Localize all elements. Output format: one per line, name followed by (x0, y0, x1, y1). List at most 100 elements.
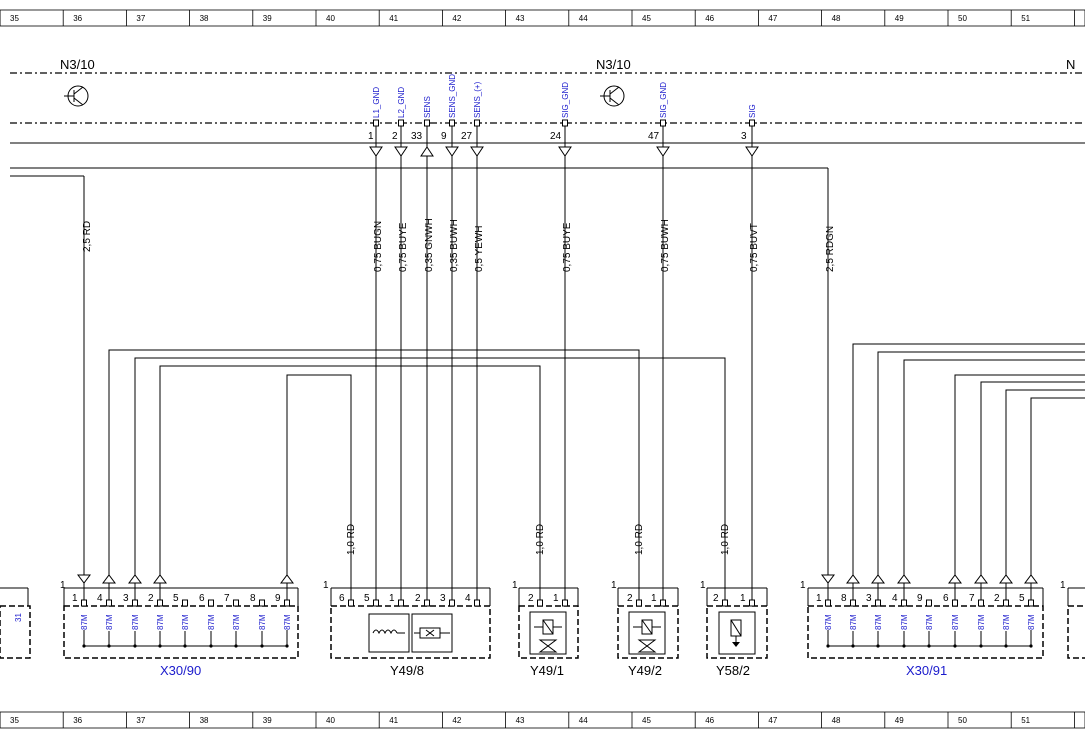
ecu-pin (562, 119, 568, 127)
ecu-pin-signal: SIG_GND (561, 82, 570, 118)
arrow-down-icon (745, 146, 759, 157)
ecu-pin (474, 119, 480, 127)
pin-tag: 87M (925, 614, 934, 630)
pin-tag: 87M (824, 614, 833, 630)
wire-label: 1,0 RD (346, 524, 357, 555)
connector-pin-number: 7 (969, 593, 975, 604)
connector-label-y492: Y49/2 (628, 663, 662, 678)
pin-tag: 87M (977, 614, 986, 630)
connector-pin-number: 1 (553, 593, 559, 604)
ecu-pin-number: 1 (368, 131, 374, 142)
connector-pin-number: 6 (943, 593, 949, 604)
pin-tag: 87M (258, 614, 267, 630)
grid-column-label: 44 (579, 14, 588, 23)
grid-column-label: 43 (516, 716, 525, 725)
ecu-pin (660, 119, 666, 127)
ecu-pin-signal: SENS_GND (448, 74, 457, 118)
arrow-up-icon (846, 574, 860, 584)
pin-tag: 87M (1002, 614, 1011, 630)
grid-column-label: 42 (452, 716, 461, 725)
pin-tag: 87M (283, 614, 292, 630)
grid-column-label: 35 (10, 14, 19, 23)
connector-pin (537, 599, 543, 607)
pin-tag: 87M (156, 614, 165, 630)
grid-column-label: 46 (705, 716, 714, 725)
solenoid-icon (718, 611, 756, 655)
pin-tag: 87M (105, 614, 114, 630)
return-routing-left (108, 349, 726, 590)
wire-label: 1,0 RD (634, 524, 645, 555)
solenoid-valve-icon (529, 611, 567, 655)
wire-label: 2,5 RDGN (825, 226, 836, 272)
connector-pin-number: 6 (199, 593, 205, 604)
pin-one-marker: 1 (323, 580, 329, 591)
grid-column-label: 50 (958, 14, 967, 23)
pin-one-marker: 1 (800, 580, 806, 591)
connector-pin-number: 6 (339, 593, 345, 604)
coil-icon (372, 629, 405, 635)
connector-pin (825, 599, 831, 607)
connector-pin (208, 599, 214, 607)
pin-tag: 87M (131, 614, 140, 630)
arrow-up-icon (280, 574, 294, 584)
grid-column-label: 40 (326, 14, 335, 23)
connector-pin-number: 5 (1019, 593, 1025, 604)
connector-pin (926, 599, 932, 607)
arrow-up-icon (974, 574, 988, 584)
connector-pin (284, 599, 290, 607)
wire-label: 0,75 BUYE (398, 222, 409, 272)
arrow-up-icon (897, 574, 911, 584)
arrow-down-icon (558, 146, 572, 157)
ecu-pin-signal: SENS_(+) (473, 81, 482, 118)
grid-column-label: 35 (10, 716, 19, 725)
connector-pin (636, 599, 642, 607)
grid-column-label: 49 (895, 716, 904, 725)
wire-label: 0,35 GNWH (424, 218, 435, 272)
connector-pin (749, 599, 755, 607)
connector-pin-number: 3 (440, 593, 446, 604)
connector-pin (449, 599, 455, 607)
ecu-pin-number: 47 (648, 131, 660, 142)
connector-pin-number: 1 (740, 593, 746, 604)
connector-pin-number: 1 (816, 593, 822, 604)
module-label-right: N (1066, 57, 1075, 72)
module-label-left: N3/10 (60, 57, 95, 72)
connector-pin-number: 5 (173, 593, 179, 604)
grid-column-label: 43 (516, 14, 525, 23)
grid-column-label: 51 (1021, 716, 1030, 725)
arrow-down-icon (470, 146, 484, 157)
pin-tag: 87M (207, 614, 216, 630)
wire-label: 0,75 BUGN (373, 221, 384, 272)
ecu-pin-number: 33 (411, 131, 423, 142)
arrow-down-icon (394, 146, 408, 157)
connector-pin-number: 4 (465, 593, 471, 604)
pin-tag: 87M (232, 614, 241, 630)
wire-label: 1,0 RD (535, 524, 546, 555)
grid-column-label: 36 (73, 716, 82, 725)
connector-pin-number: 9 (917, 593, 923, 604)
connector-pin (182, 599, 188, 607)
connector-pin (373, 599, 379, 607)
grid-column-label: 47 (768, 716, 777, 725)
wire-label: 1,0 RD (720, 524, 731, 555)
grid-column-label: 38 (200, 716, 209, 725)
grid-column-label: 39 (263, 716, 272, 725)
connector-pin (106, 599, 112, 607)
connector-right-partial (1067, 587, 1085, 659)
pin-one-marker: 1 (1060, 580, 1066, 591)
arrow-up-icon (948, 574, 962, 584)
pin-tag: 87M (80, 614, 89, 630)
connector-pin (132, 599, 138, 607)
return-routing-right (852, 343, 1085, 575)
connector-pin-number: 3 (123, 593, 129, 604)
ecu-pin-signal: SIG_GND (659, 82, 668, 118)
pin-tag: 87M (181, 614, 190, 630)
connector-label-y498: Y49/8 (390, 663, 424, 678)
ecu-pin (449, 119, 455, 127)
pin-tag: 87M (849, 614, 858, 630)
connector-pin-number: 8 (841, 593, 847, 604)
